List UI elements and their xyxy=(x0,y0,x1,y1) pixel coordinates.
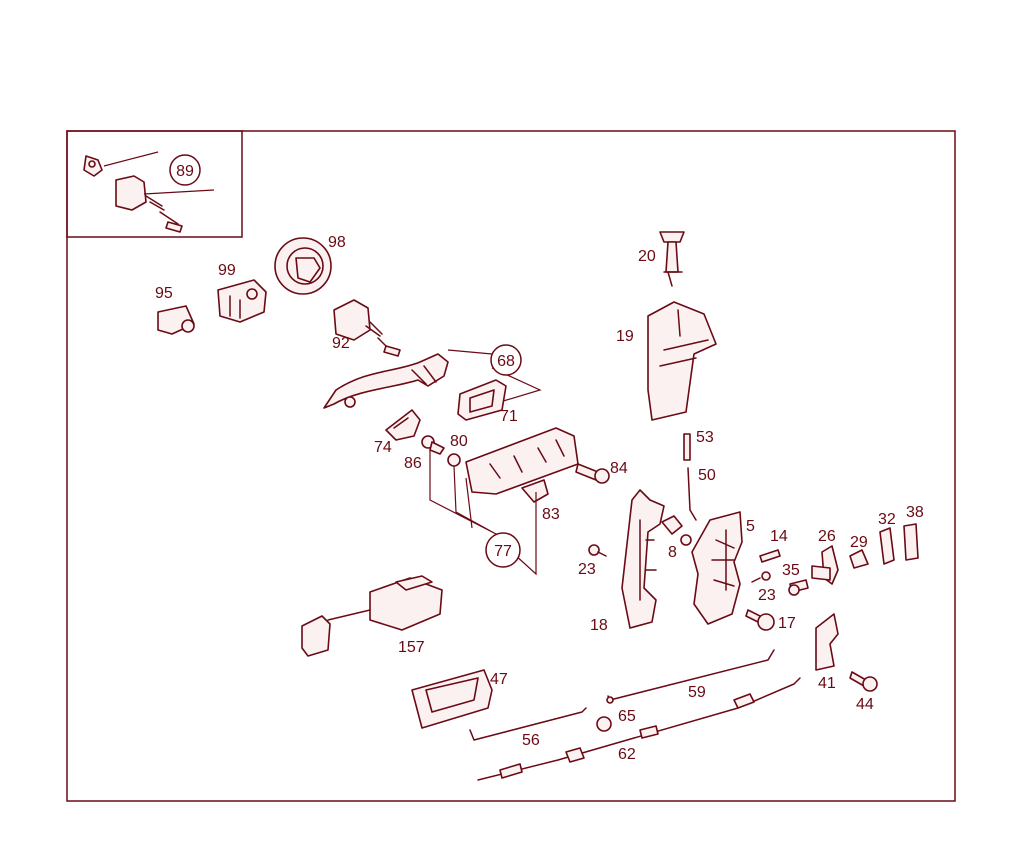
part-41-striker xyxy=(815,613,839,671)
part-number-label: 23 xyxy=(758,587,776,604)
part-number-label: 56 xyxy=(522,732,540,749)
part-number-label: 84 xyxy=(610,460,628,477)
part-number-label: 44 xyxy=(856,696,874,713)
part-77-handle-carrier xyxy=(465,427,579,503)
part-35-bolt xyxy=(788,579,809,596)
part-number-label: 5 xyxy=(746,518,755,535)
part-number-label: 74 xyxy=(374,439,392,456)
part-32-plate xyxy=(879,527,895,565)
part-23-screw-right xyxy=(751,571,771,583)
part-99-cover xyxy=(217,279,267,323)
part-number-label: 92 xyxy=(332,335,350,352)
part-23-screw-left xyxy=(588,544,607,557)
part-number-label: 98 xyxy=(328,234,346,251)
part-20-lock-knob xyxy=(659,231,685,287)
part-number-label: 95 xyxy=(155,285,173,302)
part-number-label: 80 xyxy=(450,433,468,450)
part-19-cover-panel xyxy=(647,301,717,421)
inset-frame xyxy=(66,130,243,238)
part-8-clip xyxy=(661,515,692,546)
part-number-label: 53 xyxy=(696,429,714,446)
part-18-lock-bracket xyxy=(621,489,665,629)
part-157-actuator xyxy=(301,575,443,657)
part-68-outer-handle xyxy=(323,353,449,409)
part-number-label: 23 xyxy=(578,561,596,578)
part-number-label: 26 xyxy=(818,528,836,545)
part-74-bracket xyxy=(385,409,421,441)
part-number-label: 20 xyxy=(638,248,656,265)
part-92-lock-cylinder xyxy=(333,299,401,357)
part-number-label: 35 xyxy=(782,562,800,579)
part-98-round-cap xyxy=(274,237,332,295)
part-number-label: 89 xyxy=(176,163,194,180)
part-number-label: 19 xyxy=(616,328,634,345)
part-number-label: 50 xyxy=(698,467,716,484)
callout-68: 68 xyxy=(490,344,522,376)
part-95-cap xyxy=(157,305,195,335)
part-number-label: 38 xyxy=(906,504,924,521)
part-number-label: 8 xyxy=(668,544,677,561)
part-number-label: 32 xyxy=(878,511,896,528)
part-29-clip xyxy=(849,549,869,569)
part-86-screw xyxy=(421,435,445,455)
part-number-label: 77 xyxy=(494,543,512,560)
part-number-label: 18 xyxy=(590,617,608,634)
part-number-label: 68 xyxy=(497,353,515,370)
part-number-label: 86 xyxy=(404,455,422,472)
part-number-label: 71 xyxy=(500,408,518,425)
part-number-label: 157 xyxy=(398,639,425,656)
part-number-label: 17 xyxy=(778,615,796,632)
main-frame xyxy=(66,130,956,802)
part-number-label: 99 xyxy=(218,262,236,279)
part-number-label: 62 xyxy=(618,746,636,763)
part-65-bushing xyxy=(596,716,612,732)
part-number-label: 65 xyxy=(618,708,636,725)
part-71-handle-gasket xyxy=(457,379,507,421)
part-number-label: 41 xyxy=(818,675,836,692)
part-number-label: 83 xyxy=(542,506,560,523)
part-number-label: 14 xyxy=(770,528,788,545)
part-number-label: 29 xyxy=(850,534,868,551)
part-53-pin xyxy=(683,433,691,461)
part-44-bolt xyxy=(849,671,878,692)
part-50-rod xyxy=(687,467,697,521)
part-59-rod xyxy=(606,649,775,704)
part-84-screw xyxy=(575,463,610,484)
part-number-label: 59 xyxy=(688,684,706,701)
callout-89: 89 xyxy=(169,154,201,186)
part-number-label: 47 xyxy=(490,671,508,688)
part-26-plate xyxy=(811,545,839,585)
part-80-washer xyxy=(447,453,461,467)
part-47-inner-handle xyxy=(411,669,493,729)
part-38-plate xyxy=(903,523,919,561)
part-17-screw xyxy=(745,609,775,631)
part-62-cable xyxy=(477,677,801,781)
part-5-door-lock xyxy=(691,511,743,625)
part-89-lock-cylinder xyxy=(83,155,183,233)
part-14-screw xyxy=(759,549,781,563)
part-56-rod xyxy=(469,707,587,741)
callout-77: 77 xyxy=(485,532,521,568)
